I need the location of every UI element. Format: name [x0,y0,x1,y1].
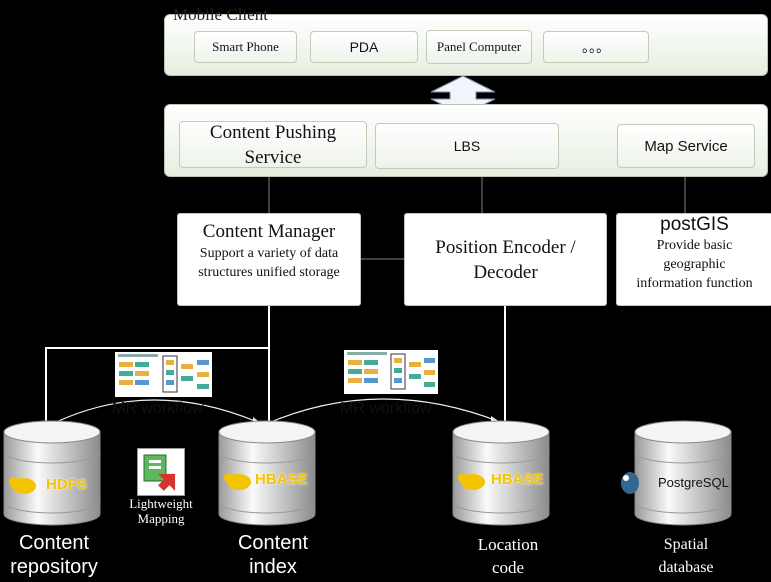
lbs-service: LBS [375,123,559,169]
mapping-icon [137,448,185,496]
postgresql-badge: PostgreSQL [658,475,729,490]
device-pda: PDA [310,31,418,63]
map-service: Map Service [617,124,755,168]
hdfs-badge: HDFS [46,476,87,493]
hadoop-elephant-icon [9,477,36,494]
workflow-diagram-thumbnail [344,350,438,394]
position-encoder-title: Position Encoder / Decoder [435,236,576,283]
content-pushing-service: Content Pushing Service [179,121,367,168]
spatial-database-label: Spatial database [658,536,714,576]
mr-workflow-label-left: MR workflow [112,400,204,417]
database-cylinder-postgres [634,420,732,526]
postgis-box: postGIS Provide basic geographic informa… [616,213,771,306]
device-more: 。。。 [543,31,649,63]
content-manager-desc: Support a variety of data structures uni… [198,246,340,280]
database-cylinder-hdfs [3,420,101,526]
location-code-label: Location code [477,535,539,577]
hbase-badge: HBASE [255,471,308,488]
hadoop-elephant-icon [224,473,251,490]
content-index-label: Content index [237,532,309,578]
content-manager-title: Content Manager [202,221,336,242]
database-cylinder-hbase-content [218,420,316,526]
postgis-desc: Provide basic geographic information fun… [636,238,753,291]
mr-workflow-label-right: MR workflow [340,400,432,417]
content-repository-label: Content repository [10,532,98,578]
hbase-badge: HBASE [491,471,544,488]
content-manager-box: Content Manager Support a variety of dat… [177,213,361,306]
postgis-title: postGIS [660,214,729,235]
mapping-label: Lightweight Mapping [129,496,193,526]
database-cylinders [3,420,732,526]
hadoop-elephant-icon [458,473,485,490]
device-smart-phone: Smart Phone [194,31,297,63]
device-panel-computer: Panel Computer [426,30,532,64]
position-encoder-box: Position Encoder / Decoder [404,213,607,306]
workflow-diagram-thumbnail [115,352,212,397]
mobile-client-title: Mobile Client [173,5,268,24]
database-cylinder-hbase-location [452,420,550,526]
postgresql-elephant-icon [621,472,639,494]
